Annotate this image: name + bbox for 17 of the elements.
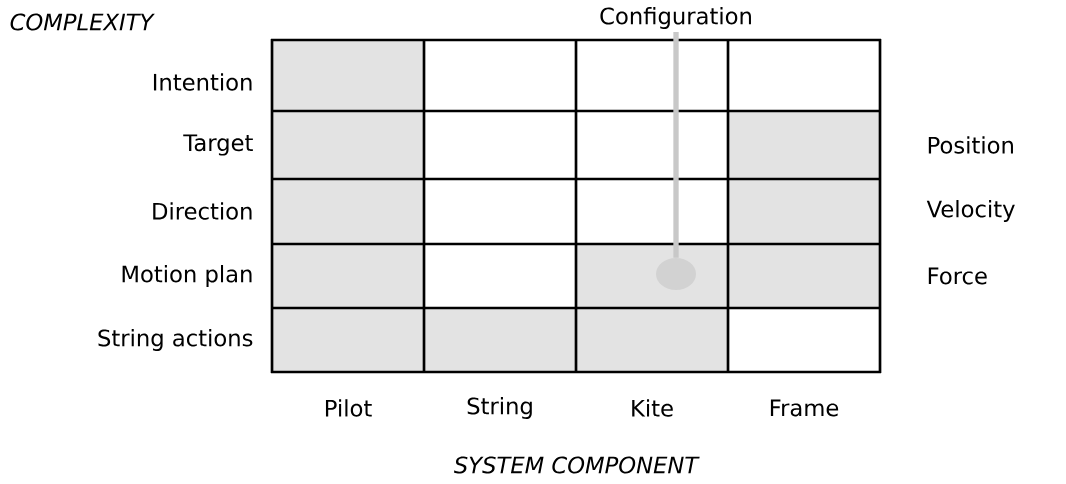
row-label: String actions — [98, 329, 253, 351]
column-label: Kite — [632, 399, 673, 417]
row-label: Target — [183, 134, 253, 156]
leader-line — [673, 31, 679, 258]
callout-text: Configuration — [600, 7, 751, 29]
dot-marker — [656, 258, 696, 290]
column-label: Pilot — [325, 399, 372, 417]
column-label: String — [467, 397, 532, 419]
row-label: Motion plan — [122, 265, 252, 287]
row-label: Intention — [153, 73, 252, 91]
column-label: Frame — [770, 399, 839, 417]
row-label: Force — [928, 267, 987, 285]
row-label: Direction — [153, 202, 252, 220]
axis-title: COMPLEXITY — [10, 13, 155, 31]
row-label: Velocity — [926, 200, 1015, 222]
axis-title: SYSTEM COMPONENT — [453, 456, 700, 474]
row-label: Position — [928, 136, 1013, 154]
